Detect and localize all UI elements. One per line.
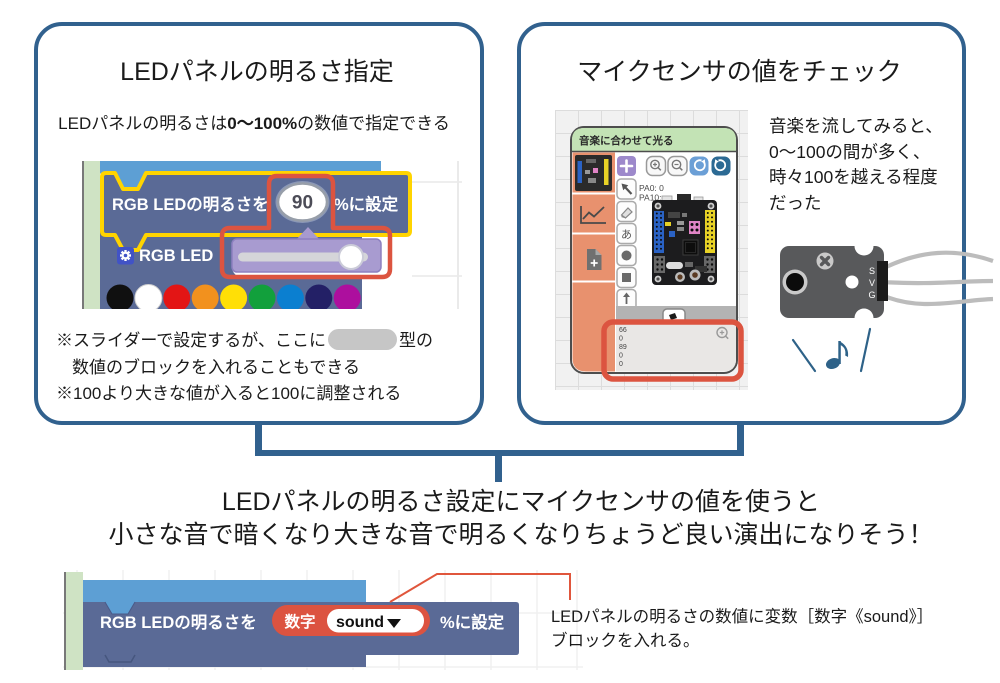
svg-text:RGB LEDの明るさを: RGB LEDの明るさを <box>112 195 269 214</box>
svg-text:あ: あ <box>621 228 632 241</box>
svg-text:66: 66 <box>619 327 627 334</box>
svg-text:0: 0 <box>619 353 623 360</box>
svg-text:S: S <box>869 266 875 276</box>
svg-text:PA0: 0: PA0: 0 <box>639 183 664 193</box>
svg-text:G: G <box>868 290 875 300</box>
svg-text:数字: 数字 <box>284 612 315 631</box>
svg-text:PA10:: PA10: <box>639 193 662 203</box>
svg-text:%に設定: %に設定 <box>334 194 399 214</box>
svg-text:音楽に合わせて光る: 音楽に合わせて光る <box>579 134 674 147</box>
svg-text:sound: sound <box>336 614 384 631</box>
svg-text:0: 0 <box>619 336 623 343</box>
svg-text:V: V <box>869 278 875 288</box>
svg-text:89: 89 <box>619 344 627 351</box>
svg-text:RGB LEDの明るさを: RGB LEDの明るさを <box>100 613 257 632</box>
svg-text:90: 90 <box>292 193 313 214</box>
svg-text:0: 0 <box>619 361 623 368</box>
svg-text:%に設定: %に設定 <box>440 612 505 632</box>
svg-text:RGB LED: RGB LED <box>139 247 213 265</box>
